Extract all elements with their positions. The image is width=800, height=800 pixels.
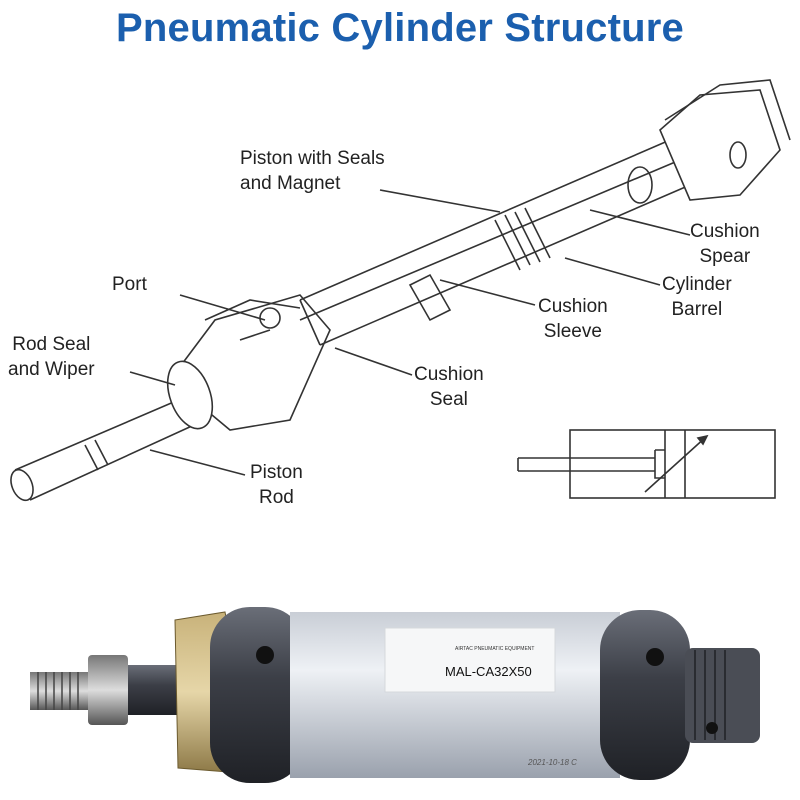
label-model: MAL-CA32X50: [445, 664, 532, 679]
product-label: [384, 627, 556, 693]
label-port: Port: [112, 272, 147, 297]
label-line: Cylinder: [662, 274, 732, 295]
rear-end-cap: [600, 610, 690, 780]
label-line: Cushion: [690, 221, 760, 242]
label-line: Port: [112, 274, 147, 295]
label-line: Sleeve: [543, 321, 602, 342]
label-line: Piston with Seals: [240, 148, 385, 169]
date-stamp: 2021-10-18 C: [528, 758, 577, 767]
label-line: and Wiper: [8, 359, 95, 380]
label-line: Spear: [699, 246, 751, 267]
label-line: Barrel: [671, 299, 723, 320]
rear-clevis: [685, 648, 760, 743]
label-line: Cushion: [538, 296, 608, 317]
label-piston: Piston with Seals and Magnet: [240, 146, 385, 196]
rod-nut: [88, 655, 128, 725]
page-title: Pneumatic Cylinder Structure: [116, 6, 684, 50]
label-line: Piston: [250, 462, 303, 483]
label-line: and Magnet: [240, 173, 341, 194]
label-line: Rod: [258, 487, 294, 508]
label-brand: AIRTAC PNEUMATIC EQUIPMENT: [455, 646, 535, 652]
front-end-cap: [210, 607, 305, 783]
label-line: Rod Seal: [12, 334, 91, 355]
label-rod-seal: Rod Seal and Wiper: [8, 332, 95, 382]
label-line: Cushion: [414, 364, 484, 385]
label-line: Seal: [429, 389, 468, 410]
